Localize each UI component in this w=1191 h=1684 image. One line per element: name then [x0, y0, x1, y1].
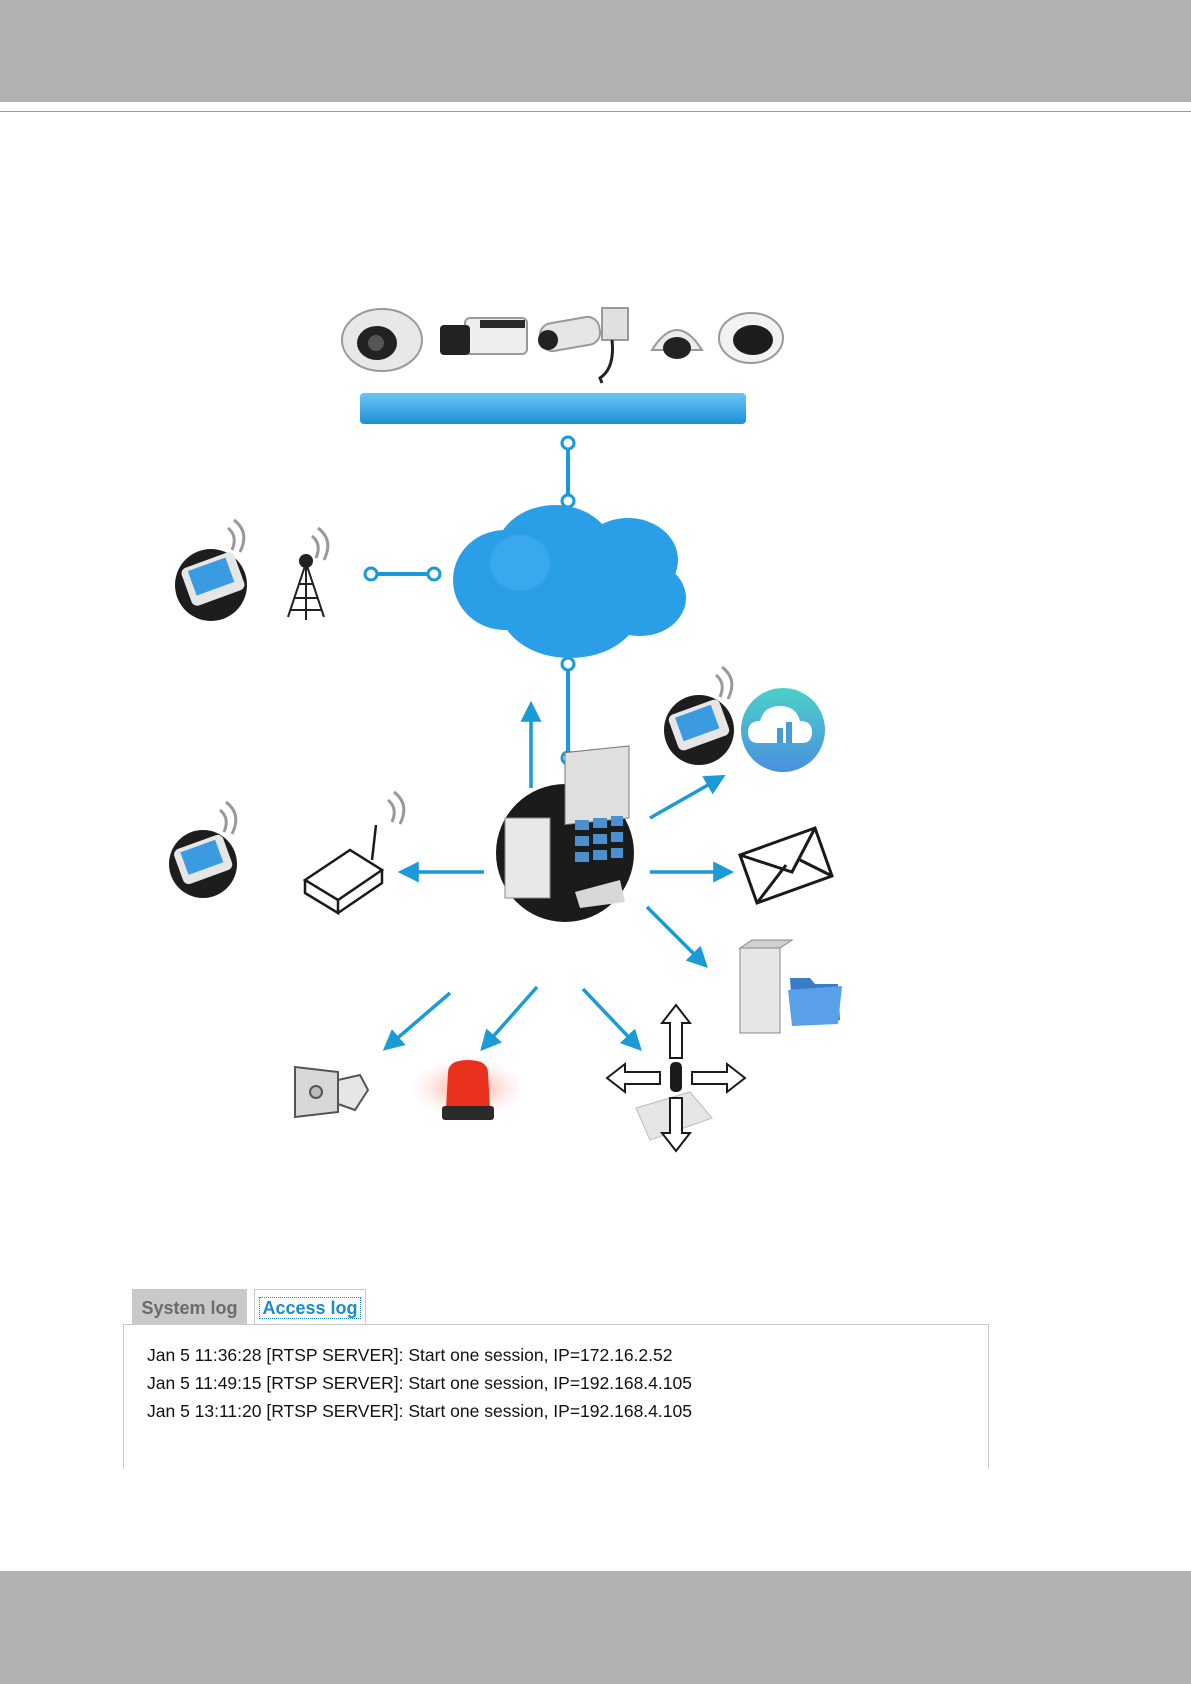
event-network-diagram: [0, 0, 1191, 1200]
file-server-icon: [740, 940, 842, 1033]
mobile-phone-icon: [175, 520, 247, 621]
log-entry: Jan 5 11:36:28 [RTSP SERVER]: Start one …: [147, 1345, 673, 1366]
cloud-storage-icon: [741, 688, 825, 772]
mobile-phone-icon: [169, 802, 237, 898]
internet-cloud-icon: [453, 505, 686, 658]
alarm-siren-icon: [410, 1058, 526, 1120]
email-envelope-icon: [740, 828, 832, 903]
speaker-horn-icon: [295, 1067, 368, 1117]
cloud-tower-connector: [365, 568, 440, 580]
bar-cloud-connector: [562, 437, 574, 507]
box-camera-icon: [440, 318, 527, 355]
log-entry: Jan 5 11:49:15 [RTSP SERVER]: Start one …: [147, 1373, 692, 1394]
log-entry: Jan 5 13:11:20 [RTSP SERVER]: Start one …: [147, 1401, 692, 1422]
ptz-joystick-icon: [607, 1005, 745, 1151]
access-log-panel[interactable]: Jan 5 11:36:28 [RTSP SERVER]: Start one …: [123, 1324, 989, 1469]
mobile-phone-icon: [664, 667, 734, 765]
footer-band: [0, 1571, 1191, 1684]
tab-access-log[interactable]: Access log: [254, 1289, 366, 1325]
bullet-camera-icon: [538, 308, 628, 383]
gprs-modem-icon: [305, 792, 404, 913]
cloud-server-connector: [562, 658, 574, 764]
fisheye-camera-icon: [719, 313, 783, 363]
mini-dome-camera-icon: [652, 330, 702, 359]
tab-access-log-label: Access log: [259, 1297, 360, 1319]
vms-workstation-icon: [496, 746, 634, 922]
cell-tower-icon: [288, 528, 328, 620]
network-bar: [360, 393, 746, 424]
tab-system-log[interactable]: System log: [132, 1289, 247, 1325]
dome-camera-icon: [342, 309, 422, 371]
